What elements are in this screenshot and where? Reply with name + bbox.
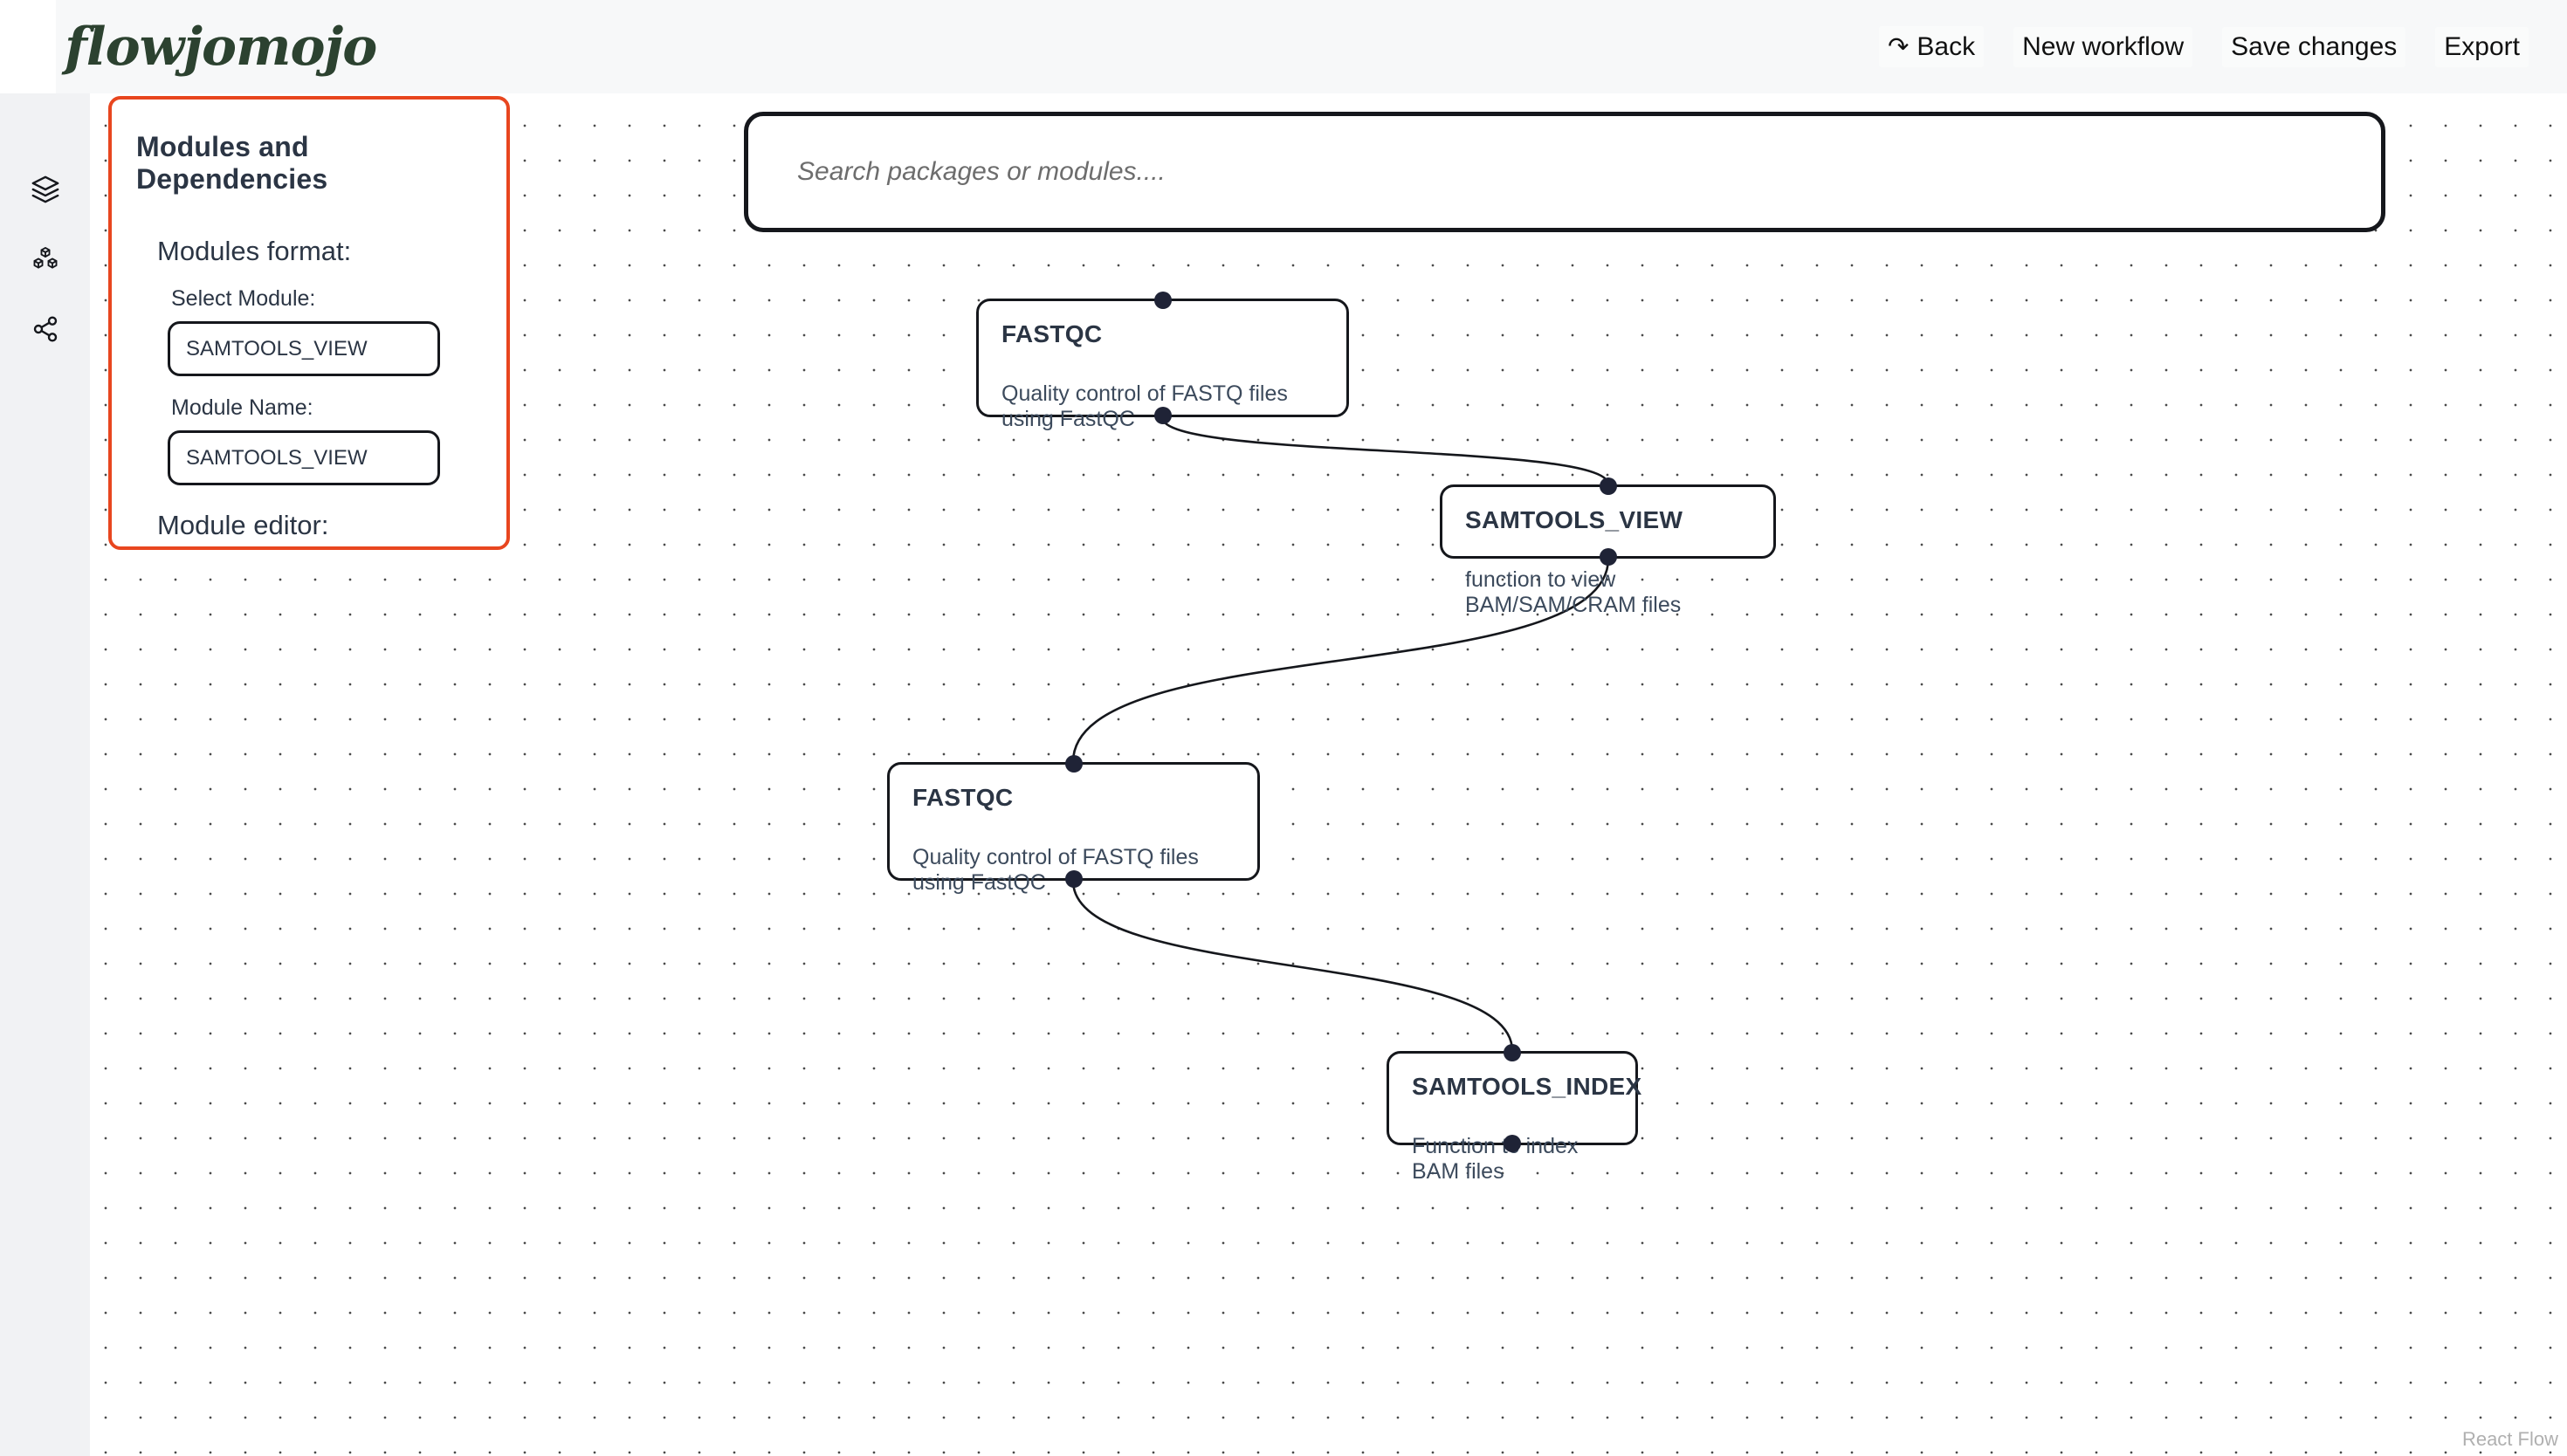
cubes-icon <box>31 245 59 273</box>
module-editor-heading: Module editor: <box>157 510 329 540</box>
modules-format-heading: Modules format: <box>157 236 352 266</box>
app-logo: flowjomojo <box>65 16 377 78</box>
node-handle-target[interactable] <box>1599 477 1617 495</box>
flow-node-fastqc-2[interactable]: FASTQC Quality control of FASTQ files us… <box>887 755 1260 895</box>
node-handle-source[interactable] <box>1064 870 1083 888</box>
flow-node-fastqc-1[interactable]: FASTQC Quality control of FASTQ files us… <box>976 292 1349 431</box>
search-input[interactable] <box>797 157 2302 187</box>
node-handle-target[interactable] <box>1504 1044 1521 1061</box>
sidebar-item-packages[interactable] <box>0 223 90 295</box>
react-flow-attribution[interactable]: React Flow <box>2461 1428 2558 1450</box>
node-title: SAMTOOLS_VIEW <box>1465 506 1683 533</box>
header-left-spacer <box>0 0 56 93</box>
header-nav: ↶ Back New workflow Save changes Export <box>1879 26 2567 67</box>
nav-back-label: Back <box>1917 31 1976 61</box>
node-handle-source[interactable] <box>1153 407 1172 424</box>
sidebar-item-share[interactable] <box>0 292 90 365</box>
flow-node-samtools-view-1[interactable]: SAMTOOLS_VIEW function to view BAM/SAM/C… <box>1440 477 1776 617</box>
node-description: Quality control of FASTQ files using Fas… <box>1001 381 1288 431</box>
select-module-input[interactable]: SAMTOOLS_VIEW <box>168 321 440 376</box>
node-handle-source[interactable] <box>1599 548 1617 566</box>
node-handle-target[interactable] <box>1153 292 1172 309</box>
search-bar[interactable] <box>744 112 2385 232</box>
node-handle-target[interactable] <box>1064 755 1083 773</box>
layers-icon <box>31 175 60 204</box>
nav-export-button[interactable]: Export <box>2435 26 2529 67</box>
node-description: function to view BAM/SAM/CRAM files <box>1465 567 1682 617</box>
undo-arrow-icon: ↶ <box>1888 33 1910 61</box>
sidebar-item-layers[interactable] <box>0 153 90 225</box>
module-name-label: Module Name: <box>171 395 313 420</box>
app-header: flowjomojo ↶ Back New workflow Save chan… <box>0 0 2567 93</box>
nav-new-workflow-button[interactable]: New workflow <box>2013 26 2193 67</box>
node-title: FASTQC <box>1001 320 1103 347</box>
node-title: FASTQC <box>912 784 1014 811</box>
panel-title: Modules and Dependencies <box>136 131 328 195</box>
sidebar-icon-rail <box>0 93 90 1456</box>
nav-save-changes-button[interactable]: Save changes <box>2222 26 2406 67</box>
share-network-icon <box>31 315 59 343</box>
module-name-input[interactable]: SAMTOOLS_VIEW <box>168 430 440 485</box>
modules-dependencies-panel: Modules and Dependencies Modules format:… <box>108 96 510 550</box>
node-description: Function to index BAM files <box>1412 1134 1579 1184</box>
flow-node-samtools-index-1[interactable]: SAMTOOLS_INDEX Function to index BAM fil… <box>1387 1044 1642 1184</box>
select-module-label: Select Module: <box>171 286 316 311</box>
node-description: Quality control of FASTQ files using Fas… <box>912 845 1199 895</box>
node-title: SAMTOOLS_INDEX <box>1412 1073 1642 1100</box>
nav-back-button[interactable]: ↶ Back <box>1879 26 1985 67</box>
node-handle-source[interactable] <box>1504 1135 1521 1152</box>
